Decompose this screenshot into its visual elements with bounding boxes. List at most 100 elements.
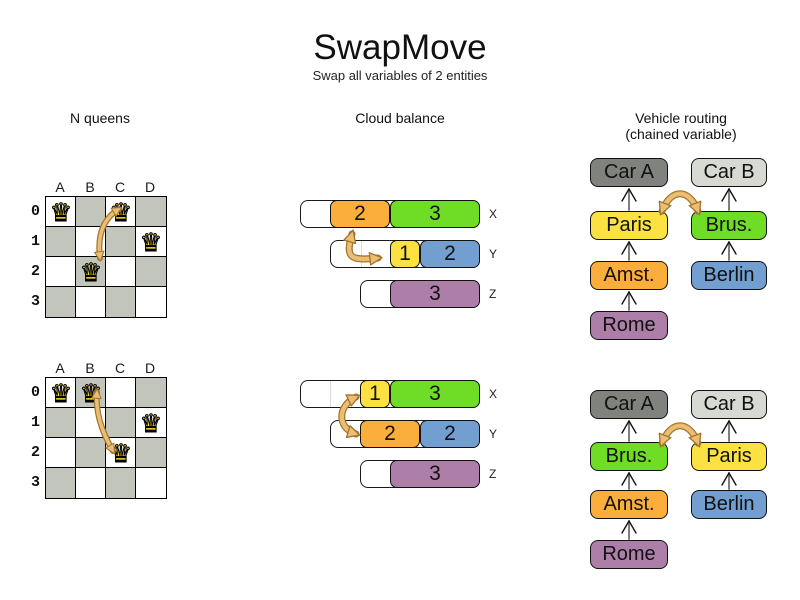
board-cell xyxy=(136,408,166,438)
chain-arrow xyxy=(621,291,637,311)
row-divider xyxy=(361,241,362,267)
process-block: 3 xyxy=(390,460,480,488)
swap-arrow-vehicle-before xyxy=(658,190,702,211)
city-box-brussels: Brus. xyxy=(590,442,668,471)
process-block: 3 xyxy=(390,380,480,408)
board-cell xyxy=(46,257,76,287)
row-label-2: 2 xyxy=(30,263,40,280)
nqueens-board-after: ♛ ♛ ♛ ♛ xyxy=(45,377,167,499)
board-cell xyxy=(136,378,166,408)
row-label-x: X xyxy=(489,207,498,221)
col-label-d: D xyxy=(144,360,156,376)
chain-arrow xyxy=(621,188,637,211)
chain-arrow xyxy=(621,420,637,442)
queen-icon: ♛ xyxy=(79,257,103,287)
row-label-x: X xyxy=(489,387,498,401)
queen-icon: ♛ xyxy=(49,197,73,227)
city-box-rome: Rome xyxy=(590,540,668,569)
city-box-rome: Rome xyxy=(590,311,668,340)
process-block: 2 xyxy=(420,240,480,268)
vehicle-box-car-b: Car B xyxy=(691,390,767,419)
board-cell xyxy=(46,197,76,227)
section-label-vehicle-routing: Vehicle routing xyxy=(635,110,727,126)
board-cell xyxy=(106,438,136,468)
process-block: 3 xyxy=(390,280,480,308)
board-cell xyxy=(46,378,76,408)
row-label-3: 3 xyxy=(30,293,40,310)
section-label-cloud-balance: Cloud balance xyxy=(355,110,445,126)
city-box-amsterdam: Amst. xyxy=(590,490,668,519)
chain-arrow xyxy=(621,472,637,490)
col-label-d: D xyxy=(144,179,156,195)
row-label-1: 1 xyxy=(30,414,40,431)
vehicle-box-car-b: Car B xyxy=(691,158,767,187)
board-cell xyxy=(46,287,76,317)
row-label-0: 0 xyxy=(30,203,40,220)
chain-arrow xyxy=(721,188,737,211)
queen-icon: ♛ xyxy=(79,378,103,408)
row-label-1: 1 xyxy=(30,233,40,250)
row-label-y: Y xyxy=(489,427,498,441)
board-cell xyxy=(46,227,76,257)
row-label-z: Z xyxy=(489,467,497,481)
board-cell xyxy=(136,197,166,227)
chain-arrow xyxy=(721,472,737,490)
col-label-b: B xyxy=(85,360,95,376)
process-block: 2 xyxy=(420,420,480,448)
process-block: 3 xyxy=(390,200,480,228)
page-title: SwapMove xyxy=(313,28,487,67)
board-cell xyxy=(46,468,76,498)
swap-arrow-vehicle-after xyxy=(658,422,702,443)
chain-arrows xyxy=(621,188,737,540)
board-cell xyxy=(76,227,106,257)
chain-arrow xyxy=(721,420,737,442)
page-subtitle: Swap all variables of 2 entities xyxy=(312,68,488,83)
board-cell xyxy=(106,468,136,498)
board-cell xyxy=(106,378,136,408)
queen-icon: ♛ xyxy=(109,197,133,227)
process-block: 2 xyxy=(360,420,420,448)
col-label-a: A xyxy=(55,179,65,195)
city-box-berlin: Berlin xyxy=(691,490,767,519)
row-label-3: 3 xyxy=(30,474,40,491)
vehicle-box-car-a: Car A xyxy=(590,390,668,419)
board-cell xyxy=(76,197,106,227)
board-cell xyxy=(46,438,76,468)
board-cell xyxy=(136,287,166,317)
process-block: 1 xyxy=(360,380,390,408)
board-cell xyxy=(76,408,106,438)
section-label-vehicle-routing-sub: (chained variable) xyxy=(625,126,737,142)
chain-arrow xyxy=(721,241,737,261)
chain-arrow xyxy=(621,241,637,261)
queen-icon: ♛ xyxy=(139,227,163,257)
queen-icon: ♛ xyxy=(49,378,73,408)
queen-icon: ♛ xyxy=(109,438,133,468)
board-cell xyxy=(136,468,166,498)
chain-arrow xyxy=(621,520,637,540)
nqueens-board-before: ♛ ♛ ♛ ♛ xyxy=(45,196,167,318)
process-block: 1 xyxy=(390,240,420,268)
col-label-b: B xyxy=(85,179,95,195)
row-label-y: Y xyxy=(489,247,498,261)
col-label-a: A xyxy=(55,360,65,376)
row-label-z: Z xyxy=(489,287,497,301)
col-label-c: C xyxy=(114,360,126,376)
city-box-berlin: Berlin xyxy=(691,261,767,290)
board-cell xyxy=(136,227,166,257)
board-cell xyxy=(136,438,166,468)
city-box-paris: Paris xyxy=(691,442,767,471)
queen-icon: ♛ xyxy=(139,408,163,438)
col-label-c: C xyxy=(114,179,126,195)
board-cell xyxy=(136,257,166,287)
process-block: 2 xyxy=(330,200,390,228)
board-cell xyxy=(106,287,136,317)
board-cell xyxy=(76,468,106,498)
board-cell xyxy=(106,257,136,287)
city-box-brussels: Brus. xyxy=(691,211,767,240)
board-cell xyxy=(46,408,76,438)
row-label-2: 2 xyxy=(30,444,40,461)
board-cell xyxy=(106,227,136,257)
city-box-amsterdam: Amst. xyxy=(590,261,668,290)
section-label-nqueens: N queens xyxy=(70,110,130,126)
